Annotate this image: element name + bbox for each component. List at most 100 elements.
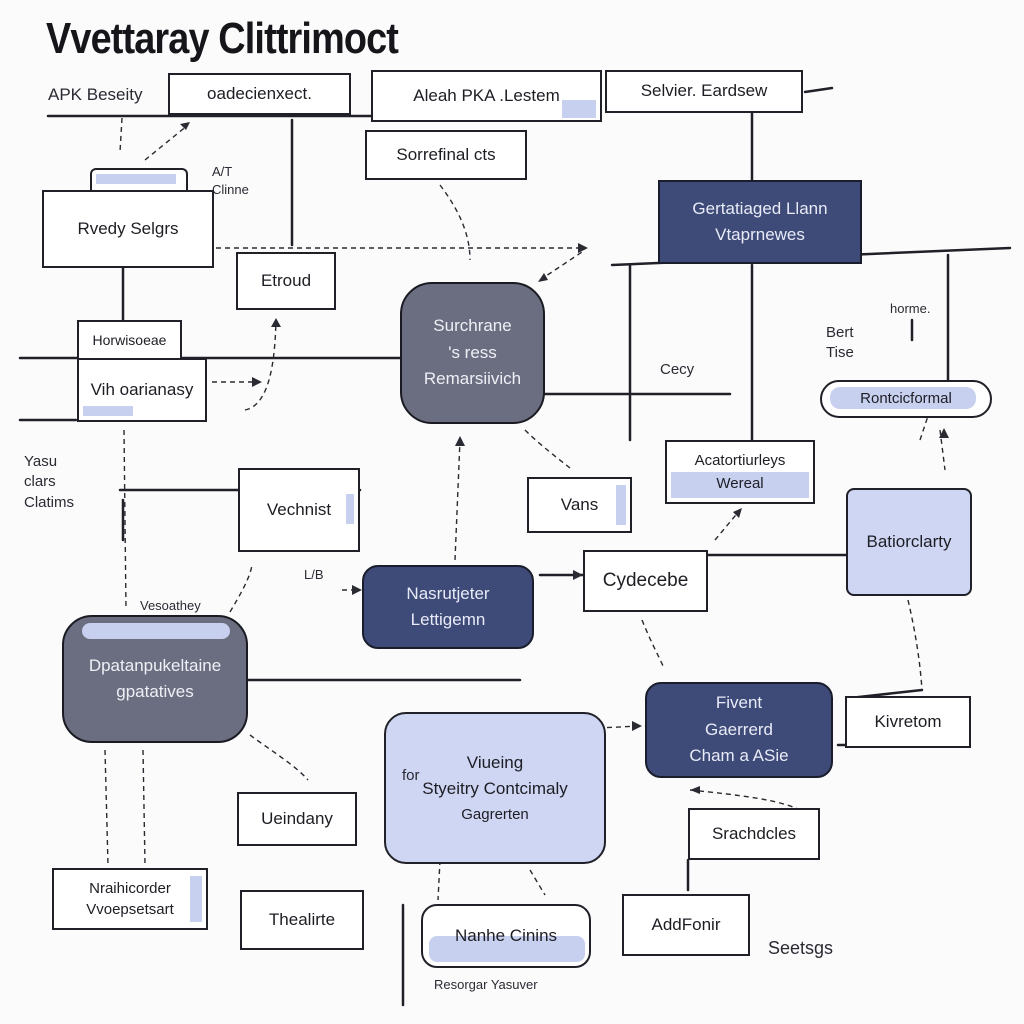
- node-label: 's ress: [448, 342, 497, 362]
- node-thealirte[interactable]: Thealirte: [240, 890, 364, 950]
- node-label: Lettigemn: [410, 610, 486, 629]
- node-aleah-pka[interactable]: Aleah PKA .Lestem: [371, 70, 602, 122]
- node-label: Ueindany: [261, 808, 333, 828]
- connector: [597, 725, 641, 729]
- node-label: Cham a ASie: [689, 746, 789, 766]
- node-etroud[interactable]: Etroud: [236, 252, 336, 310]
- connector: [939, 429, 946, 471]
- node-label: gpatatives: [116, 682, 194, 701]
- node-label: Vechnist: [266, 499, 332, 519]
- connector: [123, 429, 127, 611]
- node-kivrelom[interactable]: Kivretom: [845, 696, 971, 748]
- arrowhead: [271, 318, 281, 327]
- connector: [439, 184, 471, 261]
- connector: [229, 564, 253, 613]
- node-label: Wereal: [716, 475, 764, 492]
- arrowhead: [538, 273, 548, 282]
- arrowhead: [733, 508, 742, 518]
- node-label: Rontcicformal: [860, 390, 952, 408]
- node-seetsgs: Seetsgs: [768, 938, 834, 958]
- node-label: Srachdcles: [711, 823, 797, 843]
- node-label: Viueing: [466, 753, 524, 773]
- node-rvedy-selgrs-tab: [90, 168, 188, 192]
- node-label: Aleah PKA .Lestem: [413, 85, 560, 105]
- node-rvedy-selgrs[interactable]: Rvedy Selgrs: [42, 190, 214, 268]
- node-label: Vans: [560, 494, 599, 514]
- node-label: Rvedy Selgrs: [77, 218, 179, 238]
- arrowhead: [455, 436, 465, 446]
- note-cecy: Cecy: [660, 361, 695, 378]
- node-label: Surchrane: [433, 316, 512, 336]
- node-nanhe-cinins[interactable]: Nanhe Cinins: [421, 904, 591, 968]
- arrowhead: [180, 122, 190, 130]
- connector: [689, 789, 801, 811]
- node-selvier-eardsew[interactable]: Selvier. Eardsew: [605, 70, 803, 113]
- connector: [529, 869, 546, 896]
- arrowhead: [573, 570, 583, 580]
- node-label: Gagrerten: [461, 805, 529, 823]
- node-horwiscoe: Horwisoeae: [77, 320, 182, 360]
- connector: [104, 749, 109, 866]
- node-label: oadecienxect.: [207, 83, 312, 103]
- node-label: Selvier. Eardsew: [640, 81, 768, 101]
- connector: [454, 439, 461, 561]
- node-label: Styeitry Contcimaly: [422, 779, 568, 799]
- arrowhead: [352, 585, 362, 595]
- node-sorrefinal-cts[interactable]: Sorrefinal cts: [365, 130, 527, 180]
- arrowhead: [632, 721, 642, 731]
- connector: [437, 859, 441, 901]
- arrowhead: [252, 377, 262, 387]
- arrowhead: [578, 243, 588, 253]
- node-label: AddFonir: [651, 914, 721, 934]
- node-label: Batiorclarty: [866, 531, 952, 551]
- connector: [714, 509, 741, 541]
- note-horme: horme.: [890, 301, 931, 316]
- connector: [539, 249, 586, 281]
- note-resorgar: Resorgar Yasuver: [434, 977, 538, 992]
- connector: [142, 749, 146, 866]
- arrowhead: [690, 786, 700, 794]
- diagram-title: Vvettaray Clittrimoct: [46, 14, 399, 63]
- connector: [119, 117, 123, 153]
- node-label: Kivretom: [874, 711, 942, 731]
- node-cydecebe[interactable]: Cydecebe: [583, 550, 708, 612]
- note-for: for: [402, 767, 420, 784]
- node-ueindany[interactable]: Ueindany: [237, 792, 357, 846]
- connector: [244, 319, 277, 411]
- node-roncite-formal[interactable]: Rontcicformal: [820, 380, 992, 418]
- connector: [803, 86, 834, 94]
- node-batiorclarty[interactable]: Batiorclarty: [846, 488, 972, 596]
- node-oadecienxect[interactable]: oadecienxect.: [168, 73, 351, 115]
- node-label: Nraihicorder: [89, 880, 171, 897]
- node-label: Cydecebe: [602, 570, 689, 592]
- node-vih-oariansy[interactable]: Vih oarianasy: [77, 358, 207, 422]
- connector: [249, 734, 309, 781]
- node-label: Vtaprnewes: [715, 225, 805, 244]
- node-label: Sorrefinal cts: [396, 144, 496, 164]
- arrowhead: [939, 428, 949, 438]
- node-label: Gertatiaged Llann: [692, 198, 828, 218]
- node-label: Vvoepsetsart: [86, 901, 174, 918]
- note-lb: L/B: [304, 567, 324, 582]
- node-label: Fivent: [715, 693, 763, 713]
- node-vechnist[interactable]: Vechnist: [238, 468, 360, 552]
- node-addfonit[interactable]: AddFonir: [622, 894, 750, 956]
- node-label: Vih oarianasy: [90, 379, 194, 399]
- connector: [524, 429, 571, 469]
- node-label: Remarsiivich: [423, 369, 522, 389]
- node-vans[interactable]: Vans: [527, 477, 632, 533]
- connector: [907, 599, 923, 691]
- node-srachdcles[interactable]: Srachdcles: [688, 808, 820, 860]
- node-label: Nanhe Cinins: [454, 925, 558, 945]
